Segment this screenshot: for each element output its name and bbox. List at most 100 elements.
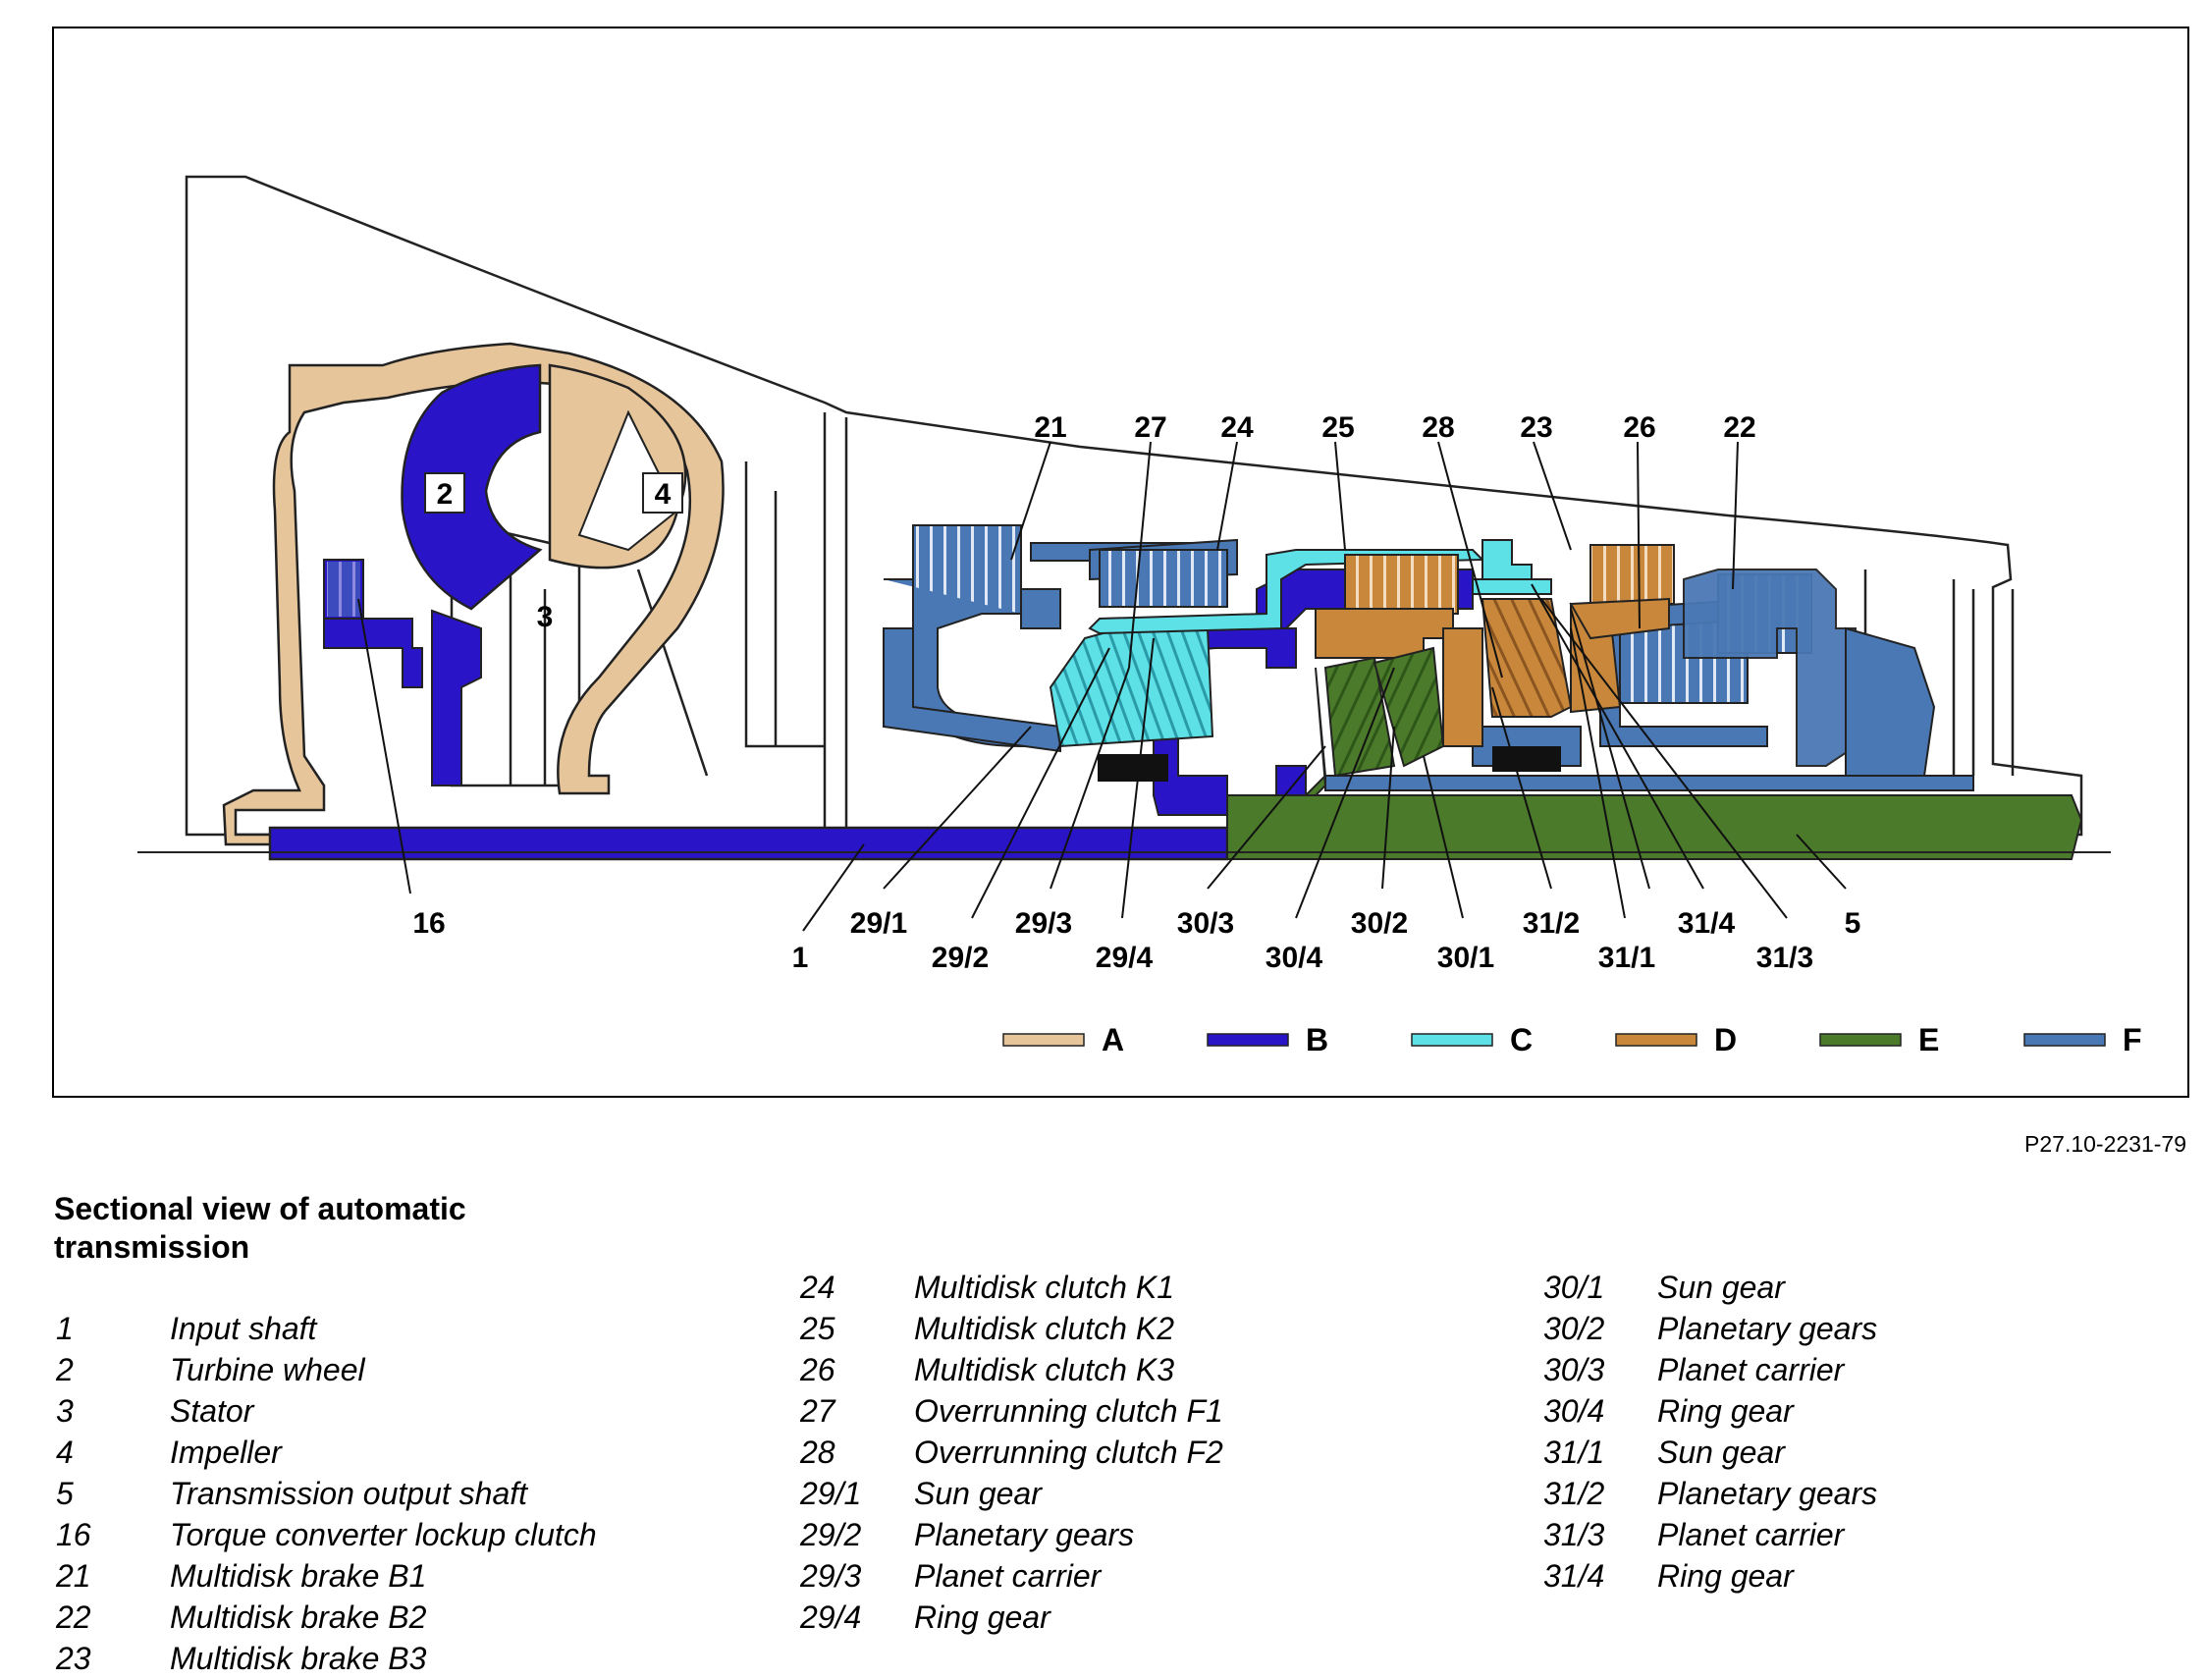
part-number: 30/3 [1543,1352,1605,1387]
part-number: 16 [56,1517,91,1552]
part-number: 5 [56,1476,74,1511]
callout-31-2: 31/2 [1523,907,1580,940]
part-name: Planet carrier [914,1558,1102,1594]
part-name: Ring gear [1657,1393,1794,1429]
part-row: 21 Multidisk brake B1 [56,1555,597,1597]
part-number: 31/4 [1543,1558,1605,1594]
legend-letter-c: C [1510,1022,1533,1057]
part-row: 28 Overrunning clutch F2 [800,1432,1223,1473]
legend-letter-a: A [1102,1022,1124,1057]
part-number: 28 [800,1435,835,1470]
group-d-clutches [1315,544,1675,747]
part-row: 29/3 Planet carrier [800,1555,1223,1597]
part-row: 27 Overrunning clutch F1 [800,1390,1223,1432]
legend-swatch-c [1411,1033,1493,1047]
callout-31-4: 31/4 [1678,907,1736,940]
legend-letter-d: D [1714,1022,1737,1057]
impeller-badge-label: 4 [655,478,672,511]
part-name: Multidisk clutch K1 [914,1270,1174,1305]
legend-swatch-a [1002,1033,1085,1047]
part-row: 31/2 Planetary gears [1543,1473,1877,1514]
callout-27: 27 [1134,411,1166,444]
figure-reference: P27.10-2231-79 [2024,1131,2186,1157]
callout-5: 5 [1845,907,1861,940]
part-name: Overrunning clutch F2 [914,1435,1223,1470]
f2-rollers [1492,746,1561,772]
part-number: 23 [56,1641,91,1676]
callout-1: 1 [792,942,809,974]
callout-23: 23 [1520,411,1552,444]
part-number: 29/2 [800,1517,862,1552]
part-row: 31/4 Ring gear [1543,1555,1877,1597]
part-number: 22 [56,1599,91,1635]
part-name: Sun gear [1657,1270,1785,1305]
part-number: 30/1 [1543,1270,1605,1305]
callouts-bottom: 16 1 29/1 29/2 29/3 29/4 30/3 30/4 30/2 … [412,907,1860,974]
part-name: Stator [170,1393,254,1429]
part-row: 2 Turbine wheel [56,1349,597,1390]
callout-22: 22 [1723,411,1755,444]
part-number: 29/3 [800,1558,862,1594]
part-name: Multidisk clutch K2 [914,1311,1174,1346]
part-row: 22 Multidisk brake B2 [56,1597,597,1638]
callout-29-3: 29/3 [1015,907,1072,940]
part-number: 31/2 [1543,1476,1605,1511]
part-name: Turbine wheel [170,1352,365,1387]
part-name: Multidisk clutch K3 [914,1352,1174,1387]
legend-swatch-b [1207,1033,1289,1047]
impeller-badge: 4 [642,472,683,514]
part-name: Multidisk brake B2 [170,1599,427,1635]
part-number: 2 [56,1352,74,1387]
part-row: 31/1 Sun gear [1543,1432,1877,1473]
legend-letter-f: F [2123,1022,2142,1057]
figure-caption: Sectional view of automatic transmission [54,1190,565,1267]
stator-label: 3 [537,601,554,633]
part-name: Sun gear [1657,1435,1785,1470]
part-name: Ring gear [1657,1558,1794,1594]
legend-letter-b: B [1306,1022,1328,1057]
part-name: Planet carrier [1657,1352,1845,1387]
legend-swatch-f [2023,1033,2106,1047]
part-row: 29/2 Planetary gears [800,1514,1223,1555]
callout-25: 25 [1321,411,1354,444]
callout-30-2: 30/2 [1351,907,1408,940]
part-row: 29/1 Sun gear [800,1473,1223,1514]
callout-30-3: 30/3 [1177,907,1234,940]
legend-swatch-e [1819,1033,1902,1047]
part-number: 26 [800,1352,835,1387]
part-name: Multidisk brake B1 [170,1558,427,1594]
part-number: 31/1 [1543,1435,1605,1470]
part-number: 31/3 [1543,1517,1605,1552]
part-name: Overrunning clutch F1 [914,1393,1223,1429]
legend-letter-e: E [1918,1022,1939,1057]
part-number: 24 [800,1270,835,1305]
part-name: Planetary gears [1657,1476,1878,1511]
color-legend: A B C D E F [1002,1022,2142,1057]
caption-line-1: Sectional view of automatic [54,1191,466,1226]
part-name: Sun gear [914,1476,1042,1511]
part-number: 27 [800,1393,835,1429]
part-name: Ring gear [914,1599,1050,1635]
callout-28: 28 [1422,411,1454,444]
part-number: 30/2 [1543,1311,1605,1346]
part-name: Impeller [170,1435,282,1470]
part-row: 24 Multidisk clutch K1 [800,1267,1223,1308]
callout-24: 24 [1220,411,1254,444]
legend-swatch-d [1615,1033,1697,1047]
callout-29-4: 29/4 [1096,942,1154,974]
part-number: 1 [56,1311,74,1346]
part-number: 29/1 [800,1476,862,1511]
part-number: 21 [56,1558,91,1594]
part-name: Planetary gears [914,1517,1135,1552]
